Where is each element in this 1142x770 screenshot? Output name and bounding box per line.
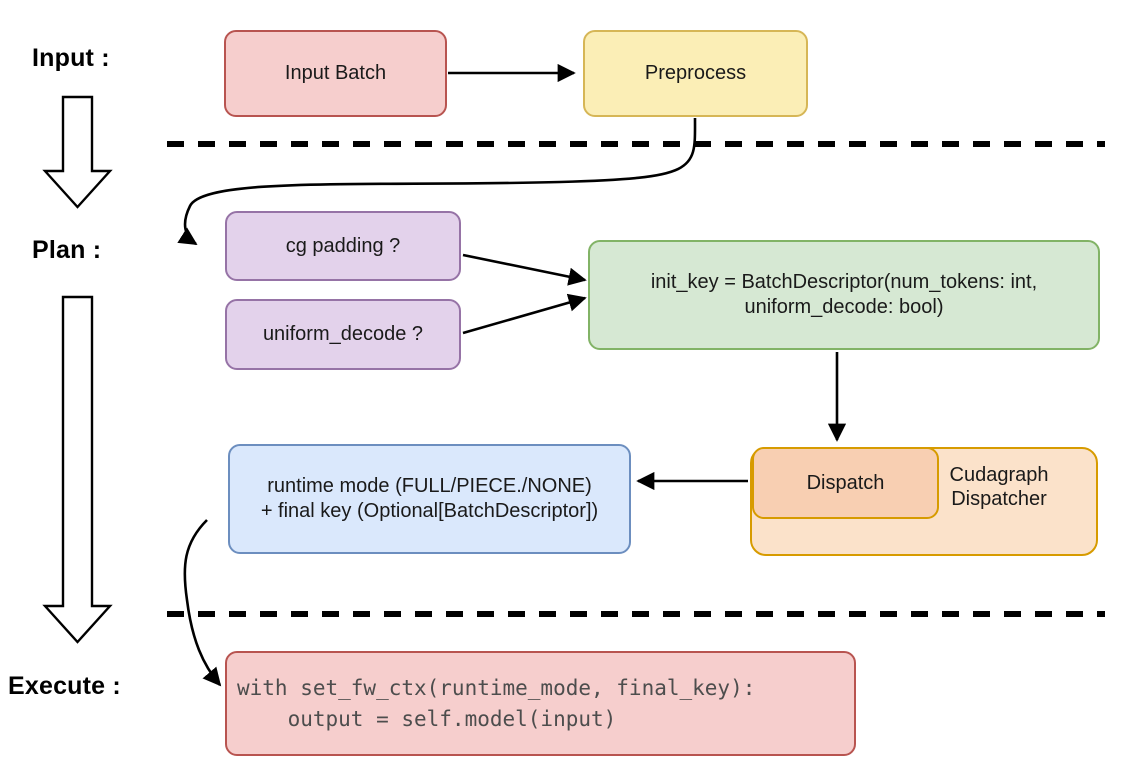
node-input-batch[interactable]: Input Batch <box>224 30 447 117</box>
stage-label-plan: Plan : <box>32 236 102 264</box>
init-key-line-2: uniform_decode: bool) <box>744 296 944 318</box>
stage-arrow-input-to-plan <box>42 95 113 209</box>
edge-cgpadding-to-initkey <box>462 253 587 286</box>
cudagraph-dispatcher-label: Cudagraph Dispatcher <box>924 449 1096 512</box>
node-cg-padding[interactable]: cg padding ? <box>225 211 461 281</box>
runtime-mode-line-1: runtime mode (FULL/PIECE./NONE) <box>267 475 592 497</box>
stage-label-input: Input : <box>32 44 110 72</box>
cudagraph-dispatcher-line-2: Dispatcher <box>951 488 1047 511</box>
node-code-block[interactable]: with set_fw_ctx(runtime_mode, final_key)… <box>225 651 856 756</box>
stage-arrow-plan-to-execute <box>42 295 113 644</box>
edge-runtimemode-to-code <box>183 519 222 687</box>
node-uniform-decode[interactable]: uniform_decode ? <box>225 299 461 370</box>
runtime-mode-line-2: + final key (Optional[BatchDescriptor]) <box>260 500 599 522</box>
cudagraph-dispatcher-line-1: Cudagraph <box>949 464 1049 486</box>
edge-uniformdecode-to-initkey <box>462 293 587 335</box>
node-runtime-mode[interactable]: runtime mode (FULL/PIECE./NONE) + final … <box>228 444 631 554</box>
node-init-key[interactable]: init_key = BatchDescriptor(num_tokens: i… <box>588 240 1100 350</box>
node-dispatch[interactable]: Dispatch <box>752 447 939 519</box>
init-key-line-1: init_key = BatchDescriptor(num_tokens: i… <box>650 271 1038 293</box>
node-preprocess[interactable]: Preprocess <box>583 30 808 117</box>
stage-label-execute: Execute : <box>8 672 121 700</box>
